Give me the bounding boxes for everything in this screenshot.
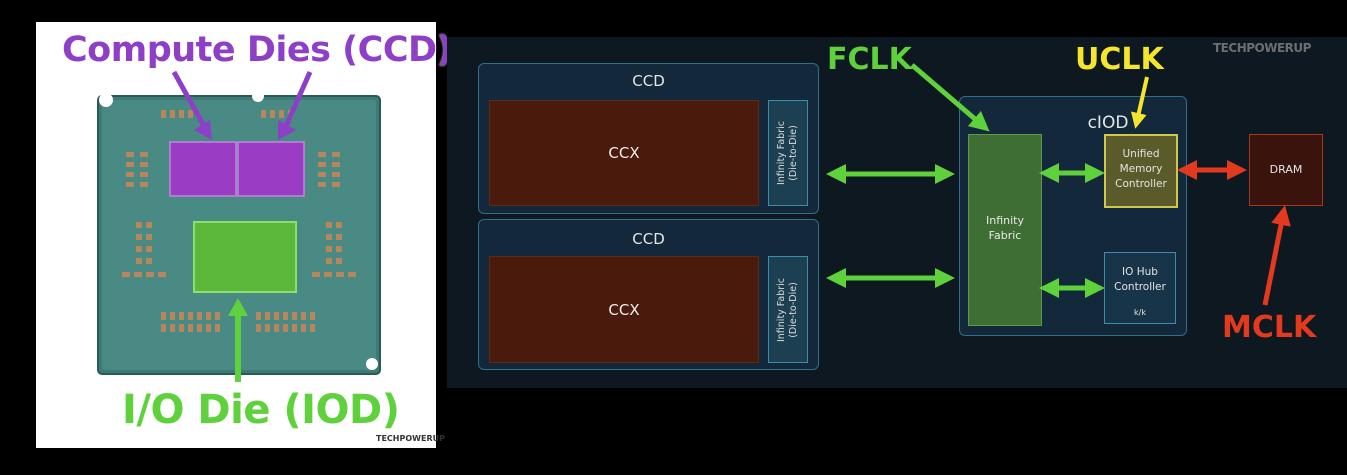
infinity-fabric-label: Infinity Fabric bbox=[969, 213, 1041, 243]
mclk-pointer-arrow bbox=[1262, 205, 1291, 306]
mclk-label: MCLK bbox=[1222, 310, 1317, 345]
io-die-label: I/O Die (IOD) bbox=[122, 387, 400, 433]
ccx-label: CCX bbox=[608, 144, 640, 162]
infinity-fabric-die-to-die: Infinity Fabric (Die-to-Die) bbox=[768, 100, 808, 206]
cpu-package-illustration bbox=[97, 70, 381, 382]
ciod-block: cIOD Infinity Fabric Unified Memory Cont… bbox=[959, 96, 1187, 336]
architecture-diagram: CCD CCX Infinity Fabric (Die-to-Die) CCD… bbox=[447, 37, 1347, 388]
uclk-label: UCLK bbox=[1075, 42, 1164, 77]
umc-label: Unified Memory Controller bbox=[1106, 147, 1176, 192]
uclk-pointer-arrow bbox=[1130, 76, 1149, 129]
ciod-title: cIOD bbox=[1087, 113, 1129, 133]
compute-die-1 bbox=[169, 141, 237, 197]
arrows-layer bbox=[826, 63, 1291, 306]
watermark-right: TECHPOWERUP bbox=[1213, 41, 1311, 55]
dram-block: DRAM bbox=[1249, 134, 1323, 206]
fclk-pointer-arrow bbox=[910, 63, 990, 132]
ccx-block: CCX bbox=[489, 100, 759, 206]
line: Fabric bbox=[988, 229, 1022, 242]
line: Controller bbox=[1115, 178, 1167, 190]
infinity-fabric-block: Infinity Fabric bbox=[968, 134, 1042, 326]
io-die bbox=[193, 221, 297, 293]
iod-pointer-arrow bbox=[228, 298, 248, 382]
infinity-fabric-die-to-die: Infinity Fabric (Die-to-Die) bbox=[768, 256, 808, 363]
line: Unified bbox=[1122, 148, 1160, 160]
unified-memory-controller: Unified Memory Controller bbox=[1104, 134, 1178, 208]
line: IO Hub bbox=[1122, 266, 1158, 278]
compute-dies-label: Compute Dies (CCD) bbox=[62, 30, 453, 70]
ccd-block-1: CCD CCX Infinity Fabric (Die-to-Die) bbox=[478, 63, 819, 214]
io-hub-label: IO Hub Controller bbox=[1105, 265, 1175, 295]
ccx-label: CCX bbox=[608, 300, 640, 319]
line: Controller bbox=[1114, 281, 1166, 293]
io-hub-sublabel: k/k bbox=[1134, 308, 1146, 317]
cpu-photo-panel: Compute Dies (CCD) I/O Die (IOD) TECHPOW… bbox=[36, 22, 453, 448]
line: Memory bbox=[1119, 163, 1163, 175]
fclk-label: FCLK bbox=[827, 42, 912, 77]
ccd-block-2: CCD CCX Infinity Fabric (Die-to-Die) bbox=[478, 219, 819, 370]
ccd-pointer-arrows bbox=[171, 70, 313, 140]
capacitor-array bbox=[122, 110, 356, 332]
line: Infinity bbox=[986, 214, 1024, 227]
watermark-left: TECHPOWERUP bbox=[376, 434, 445, 443]
io-hub-controller: IO Hub Controller k/k bbox=[1104, 252, 1176, 324]
dram-label: DRAM bbox=[1269, 163, 1303, 176]
compute-die-2 bbox=[237, 141, 305, 197]
ccd-title: CCD bbox=[632, 72, 665, 90]
ccx-block: CCX bbox=[489, 256, 759, 363]
ccd-title: CCD bbox=[632, 230, 665, 248]
